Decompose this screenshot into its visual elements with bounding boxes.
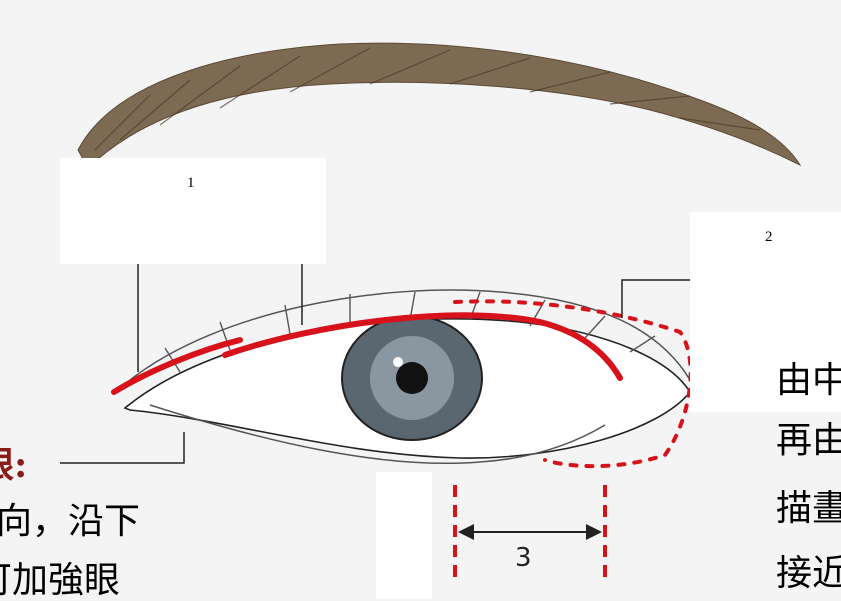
eye-highlight — [393, 357, 403, 367]
pupil — [396, 362, 428, 394]
label-number-2: 2 — [765, 229, 773, 246]
label-number-3: 3 — [515, 543, 532, 573]
right-text-line-4: 接近 — [776, 555, 841, 593]
left-heading: 眼: — [0, 446, 27, 484]
right-text-line-1: 由中 — [776, 362, 841, 400]
left-text-line-1: 向，沿下 — [0, 503, 140, 541]
right-text-line-2: 再由 — [776, 422, 841, 460]
label-box-3 — [376, 472, 432, 599]
left-text-line-2: 可加強眼 — [0, 562, 120, 600]
label-number-1: 1 — [187, 175, 195, 192]
label-box-1 — [60, 158, 326, 264]
right-text-line-3: 描畫 — [776, 490, 841, 528]
